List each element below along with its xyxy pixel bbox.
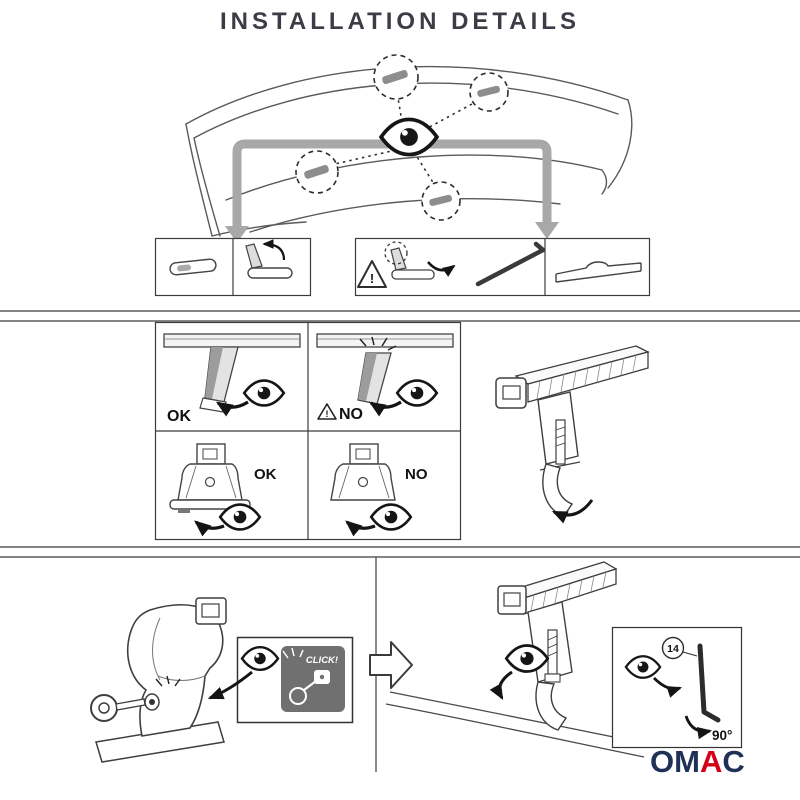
logo-letter-a: A bbox=[699, 744, 723, 779]
page-title: INSTALLATION DETAILS bbox=[220, 8, 580, 35]
warning-triangle-icon bbox=[317, 403, 337, 420]
crossbar-foot-detail bbox=[495, 345, 650, 524]
block-arrow-right-icon bbox=[369, 641, 413, 689]
down-arrow-left-icon bbox=[225, 226, 249, 243]
curved-arrow-icon bbox=[262, 239, 286, 261]
lock-key-step: CLICK! bbox=[90, 597, 354, 763]
logo-letter-c: C bbox=[722, 744, 745, 779]
logo-letters-om: OM bbox=[650, 744, 700, 779]
mount-point-circle bbox=[373, 54, 419, 100]
mount-strip-art bbox=[555, 261, 642, 283]
ok-label: OK bbox=[254, 466, 277, 483]
no-label: NO bbox=[339, 406, 363, 423]
click-callout: CLICK! bbox=[207, 636, 354, 724]
car-roof-diagram bbox=[185, 54, 633, 243]
curved-arrow-icon bbox=[368, 400, 402, 417]
cover-flip-panel bbox=[154, 237, 312, 297]
click-label: CLICK! bbox=[306, 655, 338, 666]
key-size-label: 14 bbox=[667, 643, 679, 655]
strap-no-cell: ! NO bbox=[316, 333, 454, 423]
allen-key-icon bbox=[697, 643, 721, 723]
fit-check-grid: OK ! NO bbox=[154, 321, 462, 541]
bolt-nut bbox=[544, 673, 561, 683]
curved-arrow-icon bbox=[427, 261, 456, 277]
curved-arrow-icon bbox=[345, 520, 376, 537]
sight-lines bbox=[334, 97, 473, 185]
curved-arrow-icon bbox=[207, 670, 253, 700]
curved-arrow-icon bbox=[194, 520, 225, 537]
curved-arrow-icon bbox=[551, 499, 594, 524]
key-size-badge bbox=[661, 636, 685, 660]
warning-triangle-icon bbox=[357, 260, 387, 288]
mount-point-circle bbox=[421, 181, 461, 221]
roof-line bbox=[389, 691, 649, 745]
ok-label: OK bbox=[167, 408, 191, 425]
key-bow bbox=[289, 687, 307, 705]
foot-pad-no-cell: NO bbox=[330, 443, 428, 537]
cover-open-art bbox=[245, 239, 293, 279]
warning-mark: ! bbox=[326, 409, 329, 419]
bar-rib-hatch bbox=[536, 354, 637, 400]
mount-prep-panel: ! bbox=[354, 237, 651, 297]
curved-arrow-icon bbox=[653, 677, 683, 698]
strap-ok-cell: OK bbox=[163, 333, 301, 425]
no-label: NO bbox=[405, 466, 428, 483]
warning-mark: ! bbox=[370, 271, 374, 286]
curved-arrow-icon bbox=[489, 670, 513, 701]
allen-key-icon bbox=[475, 241, 546, 287]
clamp-claw bbox=[535, 681, 568, 731]
focus-dashed-circle bbox=[384, 241, 408, 265]
torque-detail-panel: 14 90° bbox=[611, 626, 743, 749]
gap-alert-lines bbox=[359, 336, 397, 351]
mount-point-circle bbox=[469, 72, 509, 112]
rotation-arrow-icon bbox=[684, 715, 713, 740]
click-lines bbox=[155, 675, 181, 687]
mount-point-circle bbox=[295, 150, 339, 194]
mount-point-circles bbox=[295, 54, 509, 221]
eye-icon bbox=[379, 117, 439, 157]
installed-foot-step bbox=[385, 561, 649, 758]
clamp-bolt bbox=[555, 419, 566, 465]
curved-arrow-icon bbox=[215, 400, 249, 417]
demo-box bbox=[281, 646, 345, 712]
angle-label: 90° bbox=[712, 728, 732, 743]
bar-rib-hatch bbox=[530, 571, 607, 612]
cover-closed-art bbox=[169, 258, 217, 276]
section-dividers bbox=[0, 310, 800, 772]
click-burst-icon bbox=[282, 647, 304, 659]
roof-line bbox=[385, 703, 645, 758]
key-shaft bbox=[115, 698, 146, 711]
down-arrow-right-icon bbox=[535, 222, 559, 239]
foot-pad-ok-cell: OK bbox=[169, 443, 277, 537]
clamp-claw bbox=[542, 463, 574, 517]
